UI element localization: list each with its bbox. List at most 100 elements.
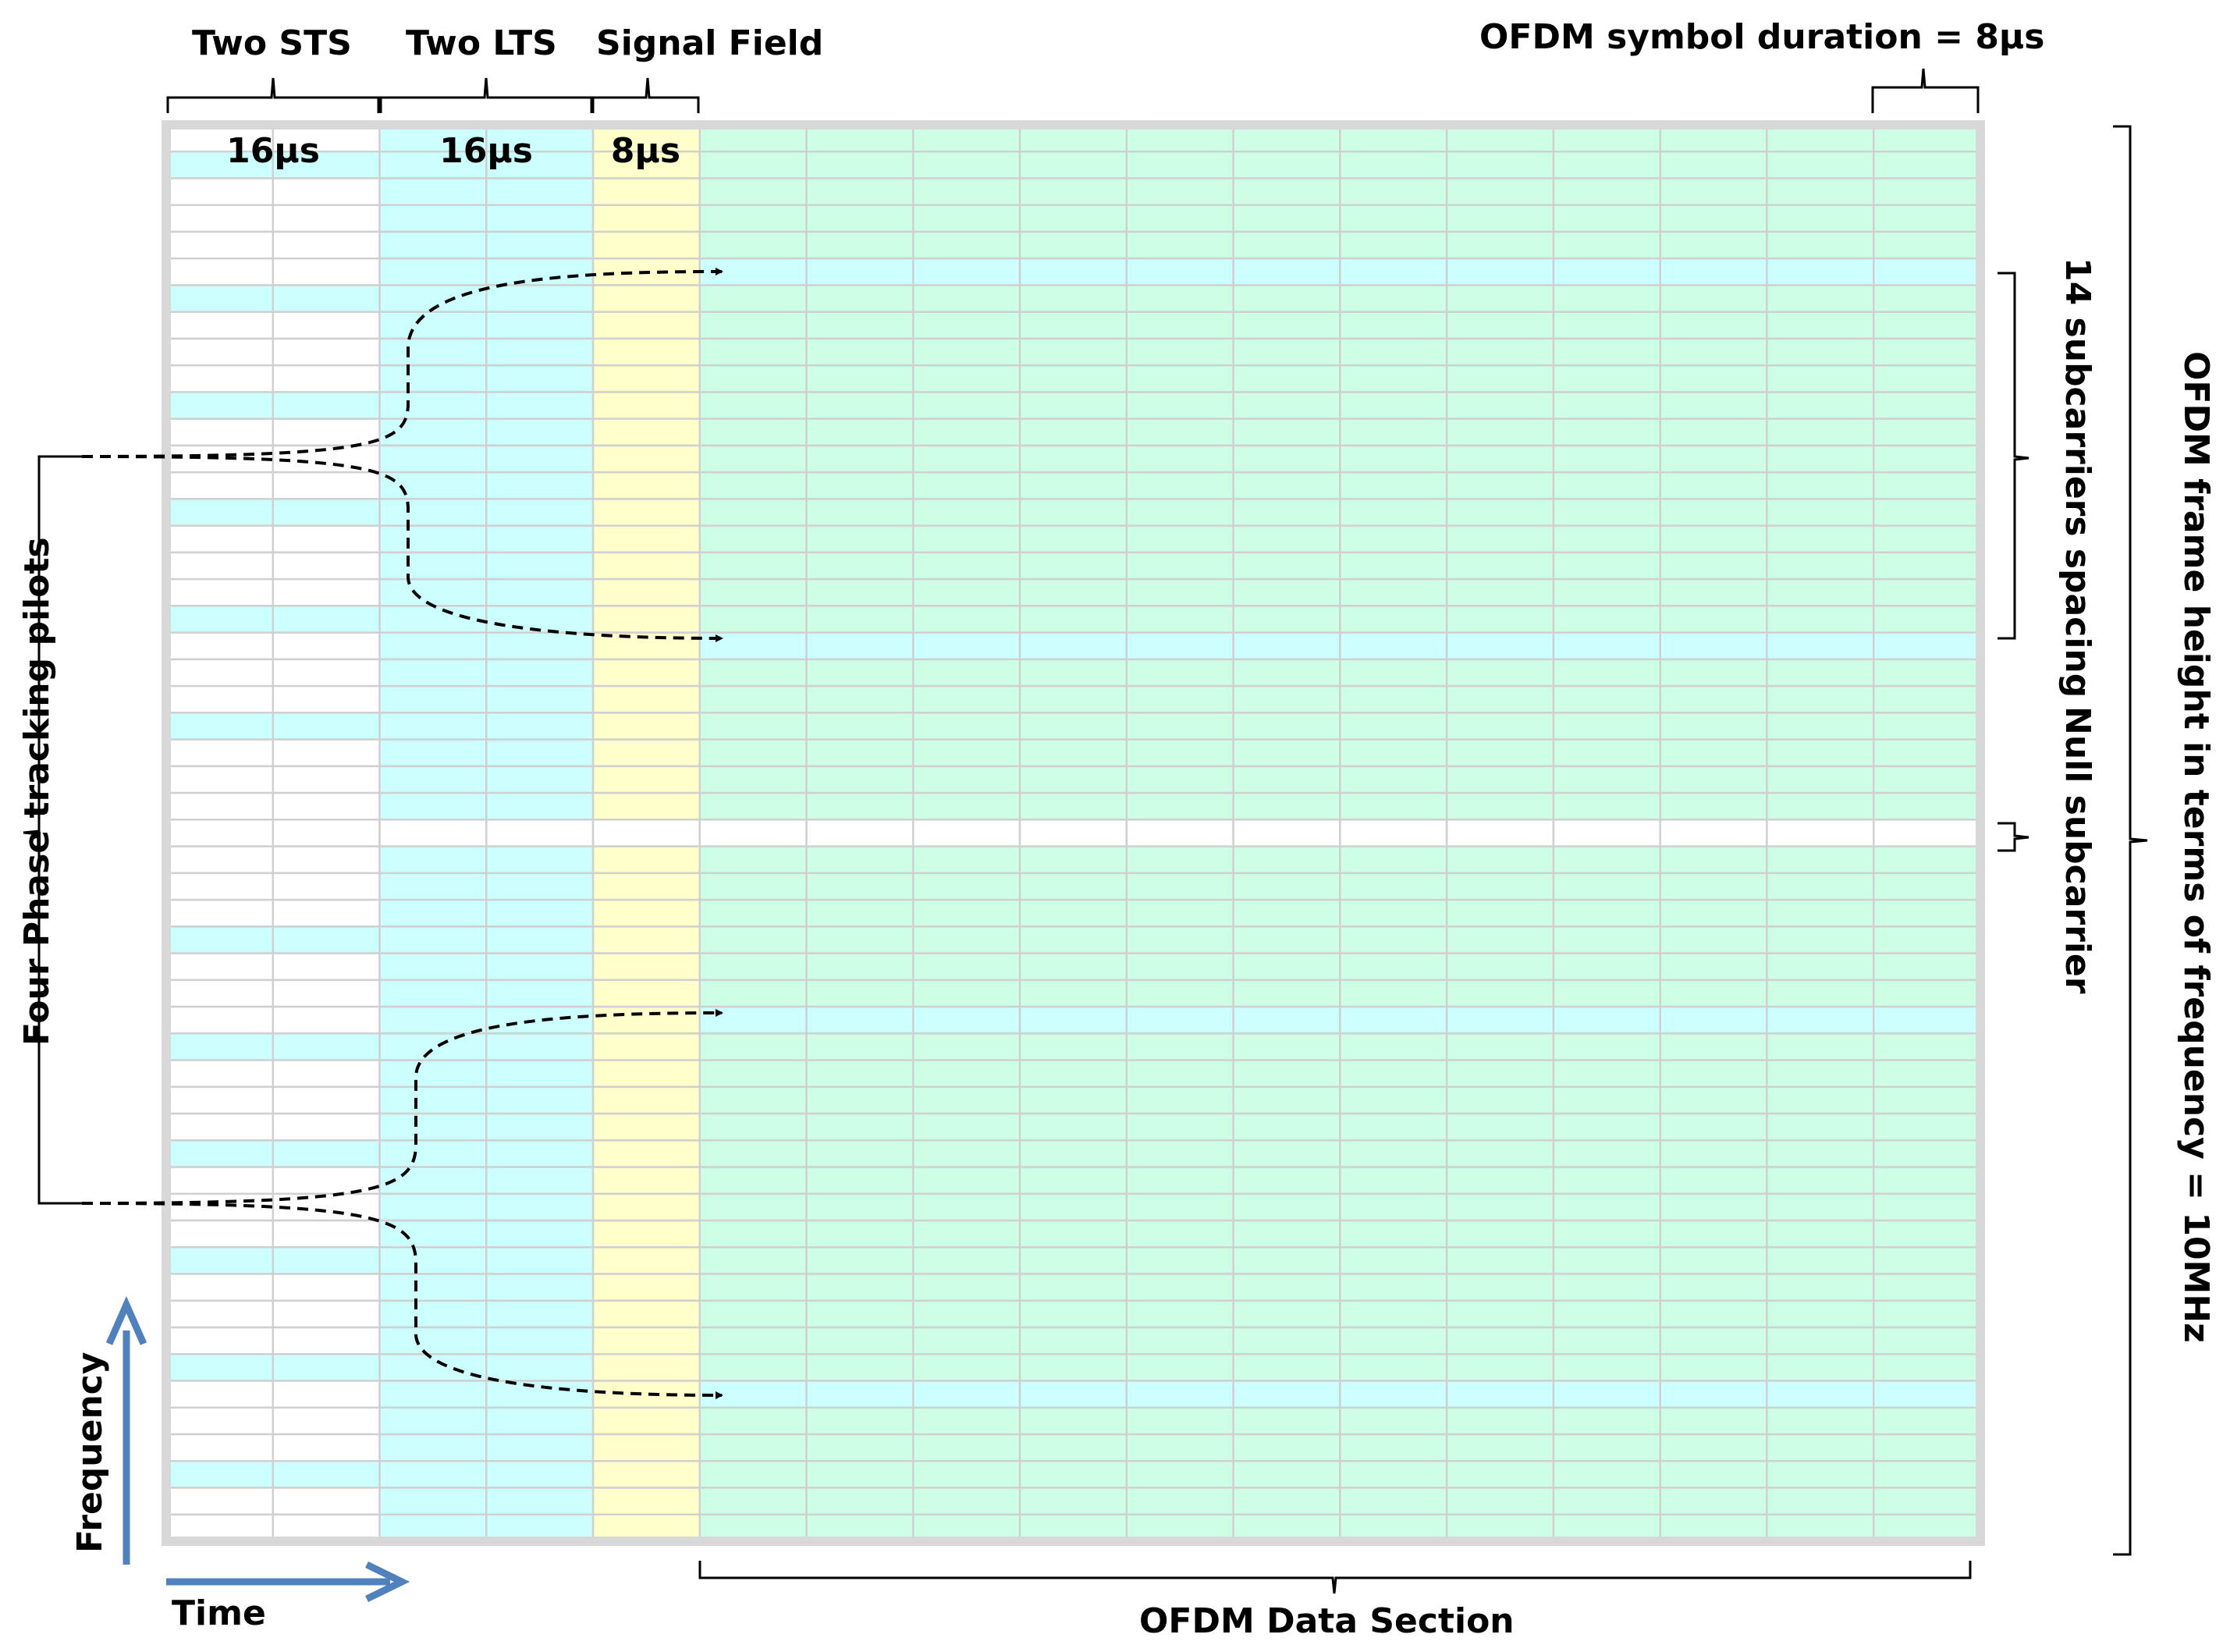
- grid-cell: [1018, 925, 1128, 954]
- grid-cell: [1445, 1380, 1555, 1409]
- grid-cell: [1659, 1273, 1768, 1302]
- grid-cell: [1339, 872, 1448, 901]
- grid-cell: [378, 337, 488, 367]
- grid-cell: [1125, 177, 1234, 206]
- grid-cell: [1766, 417, 1875, 447]
- grid-cell: [698, 204, 808, 233]
- grid-cell: [272, 845, 381, 875]
- grid-cell: [1766, 551, 1875, 581]
- grid-cell: [1339, 1139, 1448, 1168]
- grid-cell: [1552, 1139, 1661, 1168]
- grid-cell: [378, 1406, 488, 1436]
- grid-cell: [591, 364, 701, 393]
- grid-cell: [912, 1112, 1021, 1142]
- grid-cell: [1018, 1380, 1128, 1409]
- grid-cell: [1445, 177, 1555, 206]
- data-section-brace: [698, 1561, 1972, 1594]
- grid-cell: [1872, 1353, 1982, 1382]
- grid-cell: [698, 819, 808, 847]
- grid-cell: [912, 1032, 1021, 1061]
- grid-cell: [1552, 1380, 1661, 1409]
- grid-cell: [378, 738, 488, 768]
- grid-cell: [1445, 1059, 1555, 1089]
- grid-cell: [1445, 1406, 1555, 1436]
- grid-cell: [165, 417, 275, 447]
- grid-cell: [1766, 845, 1875, 875]
- grid-cell: [1339, 230, 1448, 260]
- grid-cell: [1872, 391, 1982, 420]
- grid-cell: [1232, 417, 1341, 447]
- grid-cell: [1552, 1085, 1661, 1115]
- grid-cell: [1659, 979, 1768, 1008]
- grid-cell: [1125, 979, 1234, 1008]
- grid-cell: [1445, 577, 1555, 607]
- grid-cell: [165, 658, 275, 687]
- grid-cell: [1125, 1112, 1234, 1142]
- grid-cell: [698, 1139, 808, 1168]
- grid-cell: [805, 284, 914, 313]
- grid-cell: [591, 444, 701, 474]
- grid-cell: [1552, 898, 1661, 928]
- grid-cell: [378, 204, 488, 233]
- grid-cell: [165, 765, 275, 794]
- grid-cell: [1125, 1059, 1234, 1089]
- grid-cell: [1766, 257, 1875, 286]
- grid-cell: [1018, 1219, 1128, 1249]
- grid-cell: [805, 1406, 914, 1436]
- grid-cell: [591, 1326, 701, 1355]
- grid-cell: [1552, 257, 1661, 286]
- grid-cell: [378, 605, 488, 634]
- grid-cell: [1766, 1166, 1875, 1195]
- grid-cell: [485, 765, 595, 794]
- grid-cell: [485, 364, 595, 393]
- grid-cell: [1552, 684, 1661, 714]
- grid-cell: [912, 1299, 1021, 1329]
- grid-cell: [1552, 524, 1661, 554]
- grid-cell: [1125, 1273, 1234, 1302]
- grid-cell: [1125, 391, 1234, 420]
- grid-cell: [805, 952, 914, 982]
- grid-cell: [698, 1326, 808, 1355]
- grid-cell: [485, 471, 595, 500]
- grid-cell: [591, 872, 701, 901]
- grid-cell: [1552, 150, 1661, 179]
- grid-cell: [698, 471, 808, 500]
- grid-cell: [1445, 1085, 1555, 1115]
- grid-cell: [805, 1059, 914, 1089]
- grid-cell: [1766, 1353, 1875, 1382]
- grid-cell: [1125, 1433, 1234, 1462]
- grid-cell: [272, 819, 381, 847]
- grid-cell: [1018, 1460, 1128, 1489]
- grid-cell: [1659, 712, 1768, 741]
- grid-cell: [1659, 284, 1768, 313]
- grid-cell: [912, 605, 1021, 634]
- grid-cell: [1552, 605, 1661, 634]
- grid-cell: [698, 1380, 808, 1409]
- grid-cell: [1872, 417, 1982, 447]
- grid-cell: [698, 284, 808, 313]
- grid-cell: [698, 898, 808, 928]
- grid-cell: [912, 1460, 1021, 1489]
- grid-cell: [591, 1192, 701, 1222]
- grid-cell: [165, 1406, 275, 1436]
- grid-cell: [272, 738, 381, 768]
- grid-cell: [272, 1246, 381, 1275]
- grid-cell: [912, 524, 1021, 554]
- grid-cell: [1445, 1005, 1555, 1035]
- grid-cell: [1445, 311, 1555, 340]
- grid-cell: [698, 845, 808, 875]
- grid-cell: [591, 1112, 701, 1142]
- grid-cell: [1232, 765, 1341, 794]
- grid-cell: [1445, 845, 1555, 875]
- grid-cell: [805, 417, 914, 447]
- grid-cell: [485, 311, 595, 340]
- grid-cell: [805, 738, 914, 768]
- grid-cell: [1445, 952, 1555, 982]
- grid-cell: [1339, 1406, 1448, 1436]
- grid-cell: [378, 551, 488, 581]
- grid-cell: [698, 150, 808, 179]
- grid-cell: [1339, 1059, 1448, 1089]
- grid-cell: [1872, 898, 1982, 928]
- grid-cell: [698, 1192, 808, 1222]
- grid-cell: [1125, 1246, 1234, 1275]
